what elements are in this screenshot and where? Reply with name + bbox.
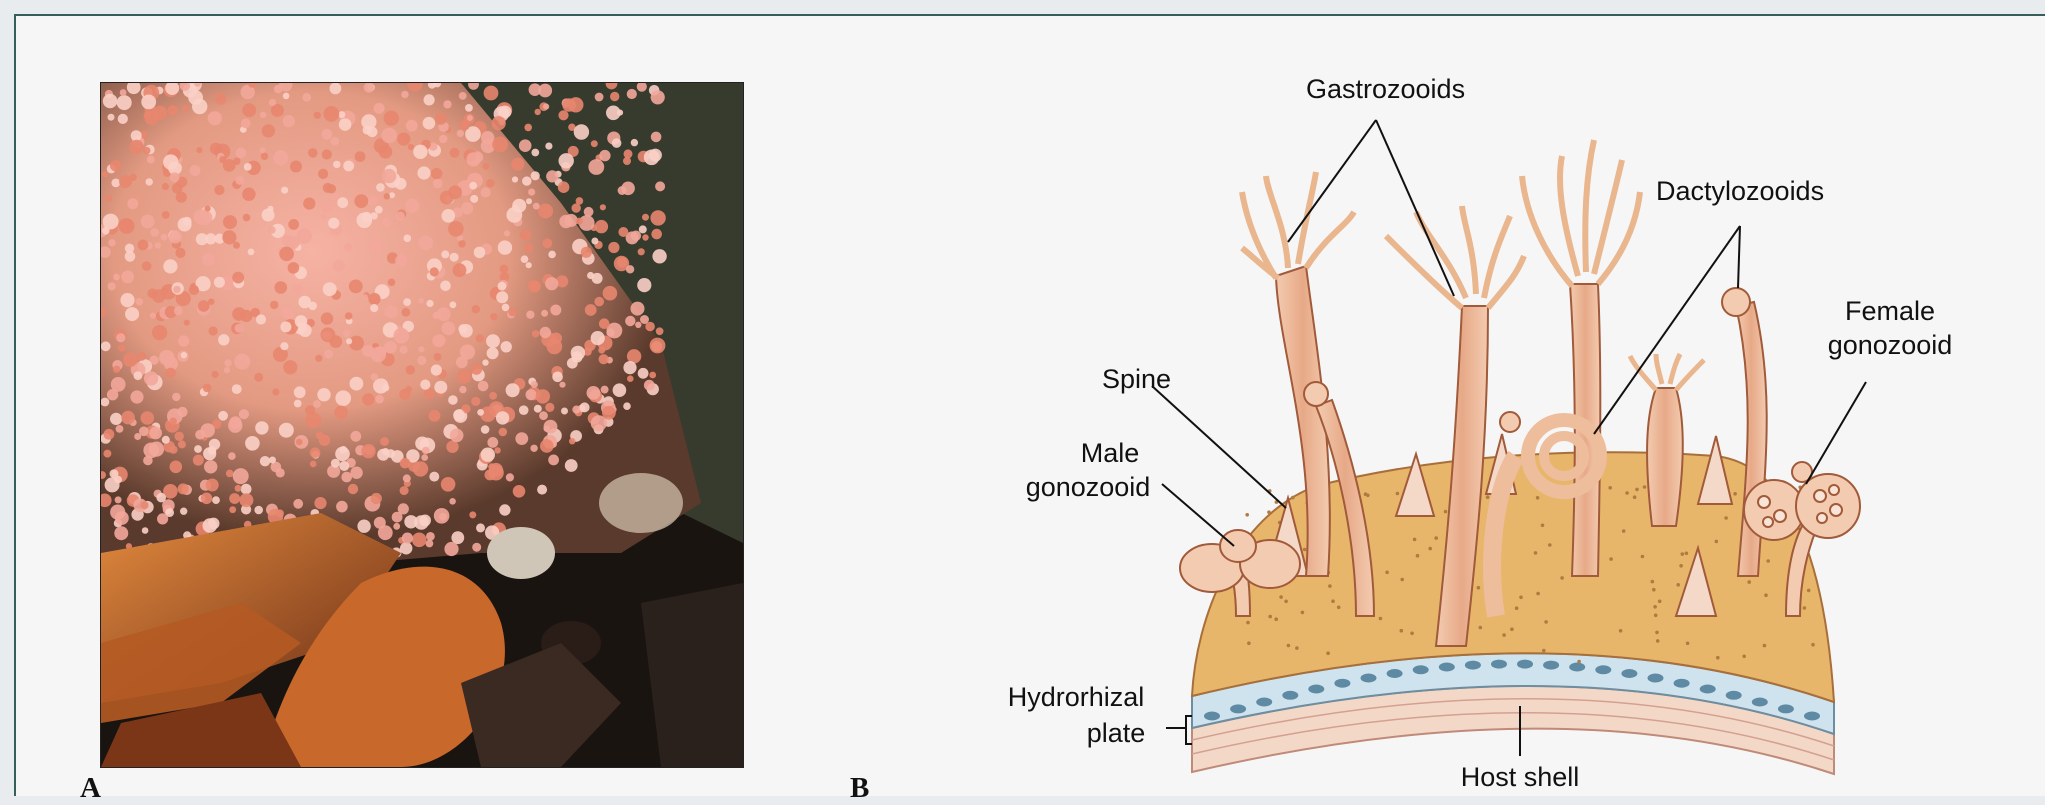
leader-gastrozooids-2	[1376, 120, 1454, 296]
label-host-shell: Host shell	[1461, 762, 1580, 792]
label-female-gonozooid-line1: Female	[1845, 296, 1935, 326]
leader-male-gonozooid	[1162, 484, 1234, 546]
leader-female-gonozooid	[1806, 382, 1866, 484]
leader-gastrozooids-1	[1288, 120, 1376, 242]
label-male-gonozooid-line2: gonozooid	[1026, 472, 1151, 502]
label-male-gonozooid-line1: Male	[1081, 438, 1140, 468]
figure-frame: A B	[14, 14, 2045, 796]
leader-dactylozooids-2	[1738, 226, 1740, 288]
label-spine: Spine	[1102, 364, 1171, 394]
label-hydrorhizal-plate-line2: plate	[1087, 718, 1146, 748]
leader-spine	[1152, 386, 1286, 508]
label-hydrorhizal-plate-line1: Hydrorhizal	[1008, 682, 1145, 712]
leader-hydrorhizal-plate	[1166, 716, 1192, 744]
label-female-gonozooid-line2: gonozooid	[1828, 330, 1953, 360]
hydractinia-diagram: Gastrozooids Dactylozooids Spine Female …	[16, 16, 2045, 798]
label-gastrozooids: Gastrozooids	[1306, 74, 1465, 104]
label-dactylozooids: Dactylozooids	[1656, 176, 1824, 206]
